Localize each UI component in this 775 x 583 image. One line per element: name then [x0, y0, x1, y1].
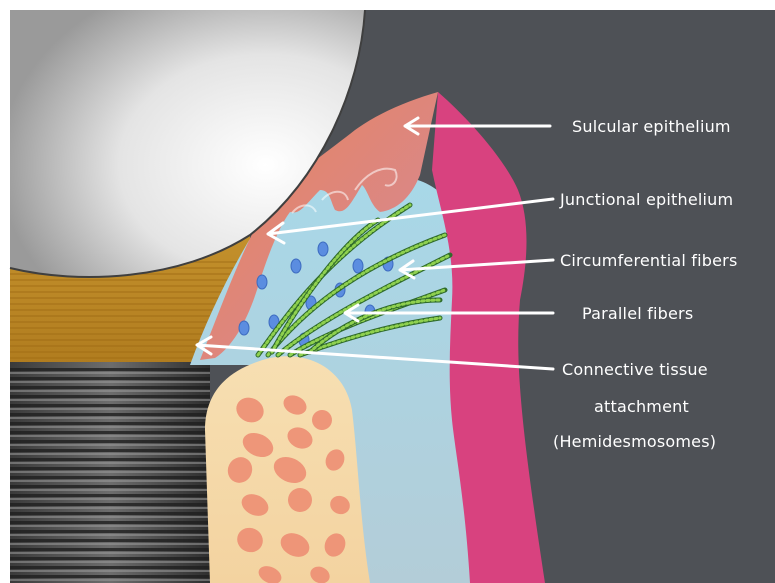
alveolar-bone — [205, 356, 370, 583]
label-hemidesmosomes: (Hemidesmosomes) — [553, 432, 716, 451]
label-connective-tissue: Connective tissue — [562, 360, 708, 379]
cell — [318, 242, 328, 256]
label-attachment: attachment — [594, 397, 689, 416]
label-parallel-fibers: Parallel fibers — [582, 304, 693, 323]
cell — [239, 321, 249, 335]
cell — [353, 259, 363, 273]
label-junctional-epithelium: Junctional epithelium — [559, 190, 733, 209]
cell — [291, 259, 301, 273]
cell — [257, 275, 267, 289]
label-circumferential-fibers: Circumferential fibers — [560, 251, 738, 270]
label-sulcular-epithelium: Sulcular epithelium — [572, 117, 731, 136]
implant-body — [10, 362, 210, 583]
